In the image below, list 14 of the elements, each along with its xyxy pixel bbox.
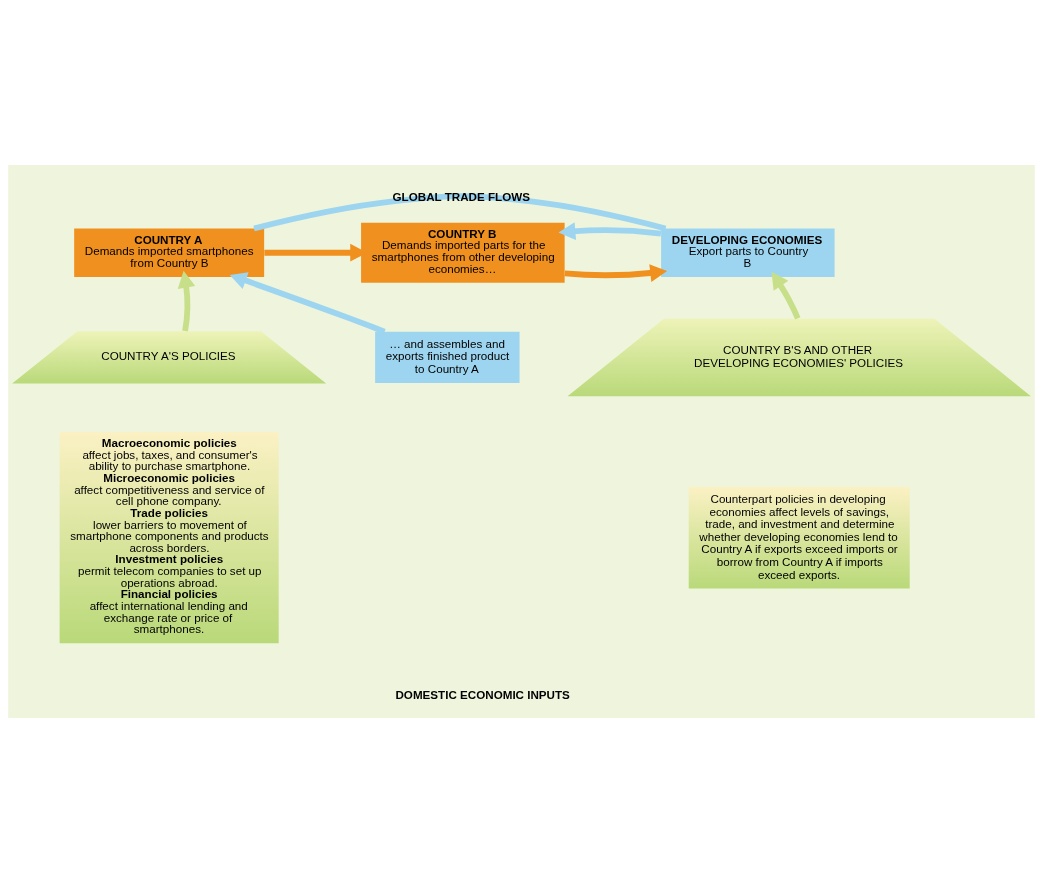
node-box: Macroeconomic policies affect jobs, taxes, and consumer's ability to purchase smartphone. Microeconomic policies affect competitiveness and service of cell phone company. Trade policies lower barriers to movement of smartphone components and products across borders. Investment policies permit telecom companies to set up operations abroad. Financial policies affect international lending and exchange rate or price of smartphones. <box>59 432 279 644</box>
node-box: DEVELOPING ECONOMIES Export parts to Country B <box>661 228 835 277</box>
arrow <box>564 264 668 282</box>
node-box: COUNTRY B Demands imported parts for the smartphones from other developing economies… <box>361 222 565 283</box>
arrow <box>229 272 386 335</box>
label: DOMESTIC ECONOMIC INPUTS <box>395 687 570 701</box>
connector <box>253 193 667 232</box>
arrow <box>177 270 196 332</box>
arrow <box>558 222 662 240</box>
node-box: … and assembles and exports finished product to Country A <box>375 331 520 384</box>
node-box: Counterpart policies in developing economies affect levels of savings, trade, and investment and determine whether developing economies lend to Country A if exports exceed imports or borrow from Country A if imports exceed exports. <box>688 486 910 589</box>
edge-label: GLOBAL TRADE FLOWS <box>392 189 530 203</box>
arrow <box>771 271 801 320</box>
node-box: COUNTRY A Demands imported smartphones from Country B <box>74 228 265 277</box>
